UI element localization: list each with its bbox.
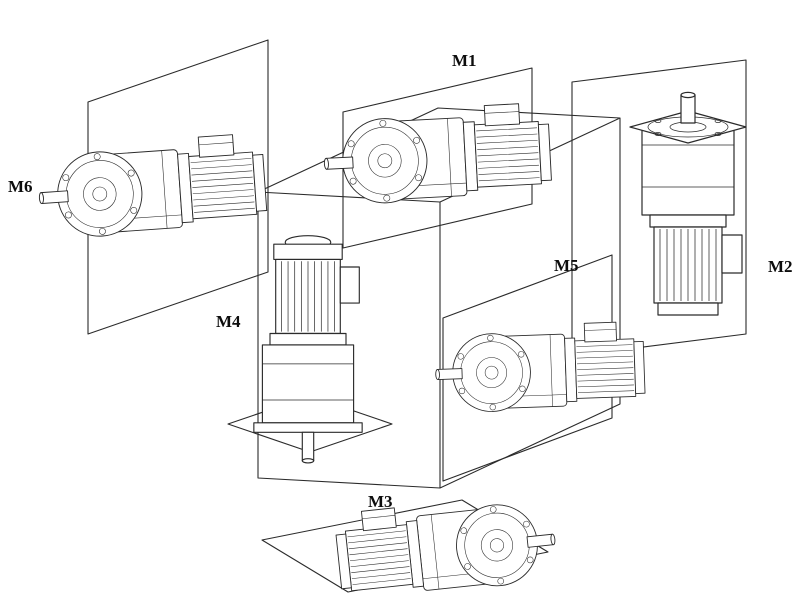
gearmotor-m4 xyxy=(253,235,363,464)
mounting-plane-m2 xyxy=(571,59,747,357)
label-m5: M5 xyxy=(554,256,579,275)
gearmotor-m6 xyxy=(35,132,269,241)
mounting-plane-m3 xyxy=(261,499,549,593)
mounting-plane-m1 xyxy=(342,67,533,249)
label-m4: M4 xyxy=(216,312,241,331)
mounting-plane-m6 xyxy=(87,39,269,335)
label-m2: M2 xyxy=(768,257,793,276)
label-m3: M3 xyxy=(368,492,393,511)
label-m6: M6 xyxy=(8,177,33,196)
gearmotor-m5 xyxy=(433,320,646,414)
gearmotor-m2 xyxy=(629,91,747,316)
mounting-plane-m5 xyxy=(442,254,613,482)
label-m1: M1 xyxy=(452,51,477,70)
gearmotor-m1 xyxy=(321,101,553,207)
mounting-planes xyxy=(87,39,747,593)
